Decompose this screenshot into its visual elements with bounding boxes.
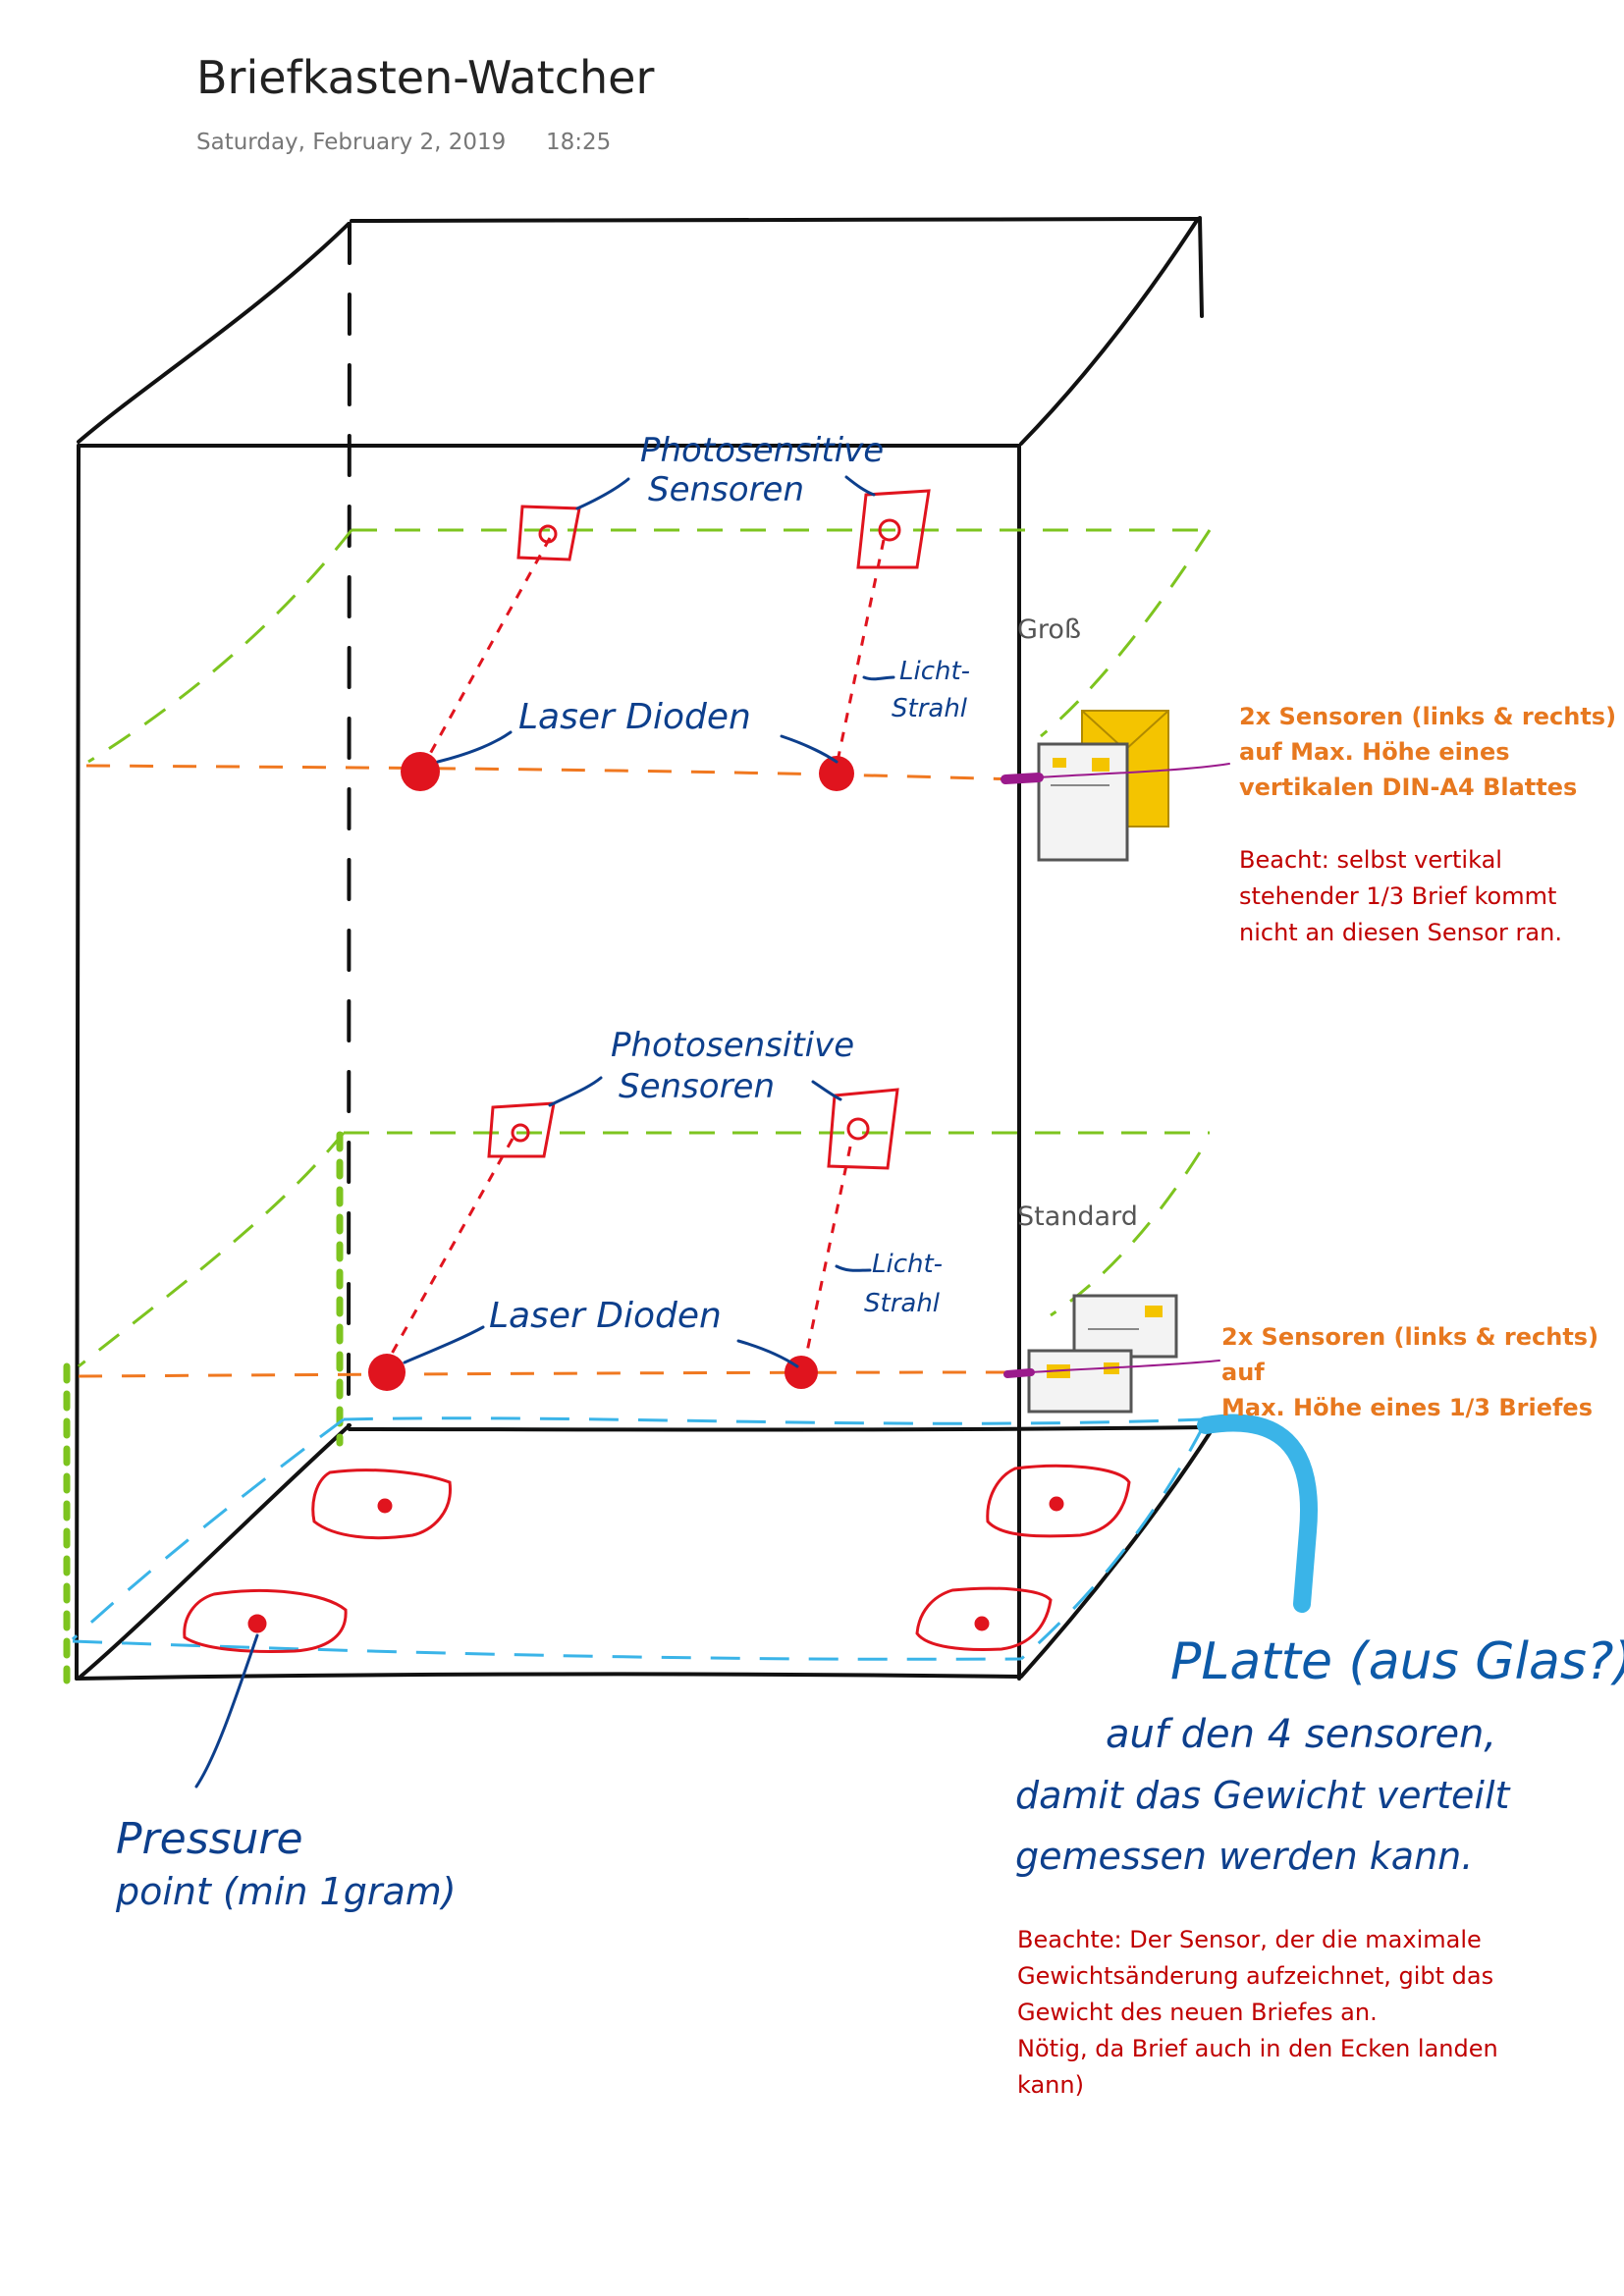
large-sensor-note-line: auf Max. Höhe eines [1239,738,1510,766]
bottom-laser-diode-left [368,1354,406,1391]
pressure-point-front-left [183,1589,348,1653]
page-time: 18:25 [546,130,612,155]
glass-plate-outline [71,1416,1206,1661]
bottom-lasers-label: Laser Dioden [489,1296,722,1336]
top-lasers-label: Laser Dioden [518,697,751,737]
large-sensor-remark: Beacht: selbst vertikal stehender 1/3 Br… [1239,842,1562,951]
top-laser-diode-right [819,756,854,791]
large-envelope-icon [1037,710,1169,862]
upper-level-plane [87,528,1212,764]
page-title: Briefkasten-Watcher [196,51,655,104]
sensor-pointers [1001,763,1230,1378]
size-standard-label: Standard [1017,1201,1138,1232]
standard-sensor-note: 2x Sensoren (links & rechts) auf Max. Hö… [1221,1319,1624,1425]
level-edge-marks [63,1131,344,1684]
bottom-photosensor-right [827,1088,899,1170]
weight-remark-line: Beachte: Der Sensor, der die maximale [1017,1926,1482,1953]
large-sensor-note-line: 2x Sensoren (links & rechts) [1239,703,1617,730]
weight-remark-line: Gewichtsänderung aufzeichnet, gibt das [1017,1962,1494,1990]
bottom-sensors-label-line2: Sensoren [619,1067,775,1106]
top-photosensor-right [856,489,931,569]
bottom-sensors-label-line1: Photosensitive [611,1026,854,1065]
weight-remark: Beachte: Der Sensor, der die maximale Ge… [1017,1922,1498,2104]
top-beam-label-line2: Strahl [892,694,968,723]
pressure-point-label-line2: point (min 1gram) [115,1870,457,1913]
weight-remark-line: kann) [1017,2071,1084,2099]
light-beams [381,537,886,1371]
weight-remark-line: Gewicht des neuen Briefes an. [1017,1999,1378,2026]
large-sensor-remark-line: Beacht: selbst vertikal [1239,846,1502,874]
top-laser-diode-left [401,752,440,791]
mailbox-outline [75,216,1212,1681]
large-sensor-note-line: vertikalen DIN-A4 Blattes [1239,774,1578,801]
plate-label-line2: auf den 4 sensoren, [1106,1712,1496,1757]
weight-remark-line: Nötig, da Brief auch in den Ecken landen [1017,2035,1498,2062]
standard-sensor-note-line: 2x Sensoren (links & rechts) auf [1221,1323,1599,1386]
large-sensor-note: 2x Sensoren (links & rechts) auf Max. Hö… [1239,699,1616,805]
top-beam-label-line1: Licht- [899,657,970,686]
standard-sensor-note-line: Max. Höhe eines 1/3 Briefes [1221,1394,1593,1421]
bottom-beam-label-line1: Licht- [872,1250,943,1279]
pressure-point-label-line1: Pressure [116,1814,303,1864]
plate-cable [1197,1414,1318,1613]
pressure-point-back-left [311,1468,452,1540]
standard-envelope-icon [1027,1294,1178,1414]
top-sensors-label-line1: Photosensitive [640,431,884,470]
laser-lines [78,764,1018,1378]
annotation-pointers [194,475,895,1789]
plate-label-line3: damit das Gewicht verteilt [1015,1774,1512,1817]
lower-level-plane [78,1131,1210,1368]
size-large-label: Groß [1017,614,1081,645]
bottom-photosensor-left [487,1101,556,1158]
pressure-point-back-right [986,1464,1131,1538]
top-photosensor-left [516,505,581,561]
plate-label-line1: PLatte (aus Glas?) [1170,1632,1624,1691]
large-sensor-remark-line: nicht an diesen Sensor ran. [1239,919,1562,946]
plate-label-line4: gemessen werden kann. [1015,1835,1473,1878]
top-sensors-label-line2: Sensoren [648,470,804,509]
large-sensor-remark-line: stehender 1/3 Brief kommt [1239,882,1557,910]
pressure-point-front-right [915,1586,1053,1651]
page-date: Saturday, February 2, 2019 [196,130,507,155]
bottom-beam-label-line2: Strahl [864,1289,941,1318]
